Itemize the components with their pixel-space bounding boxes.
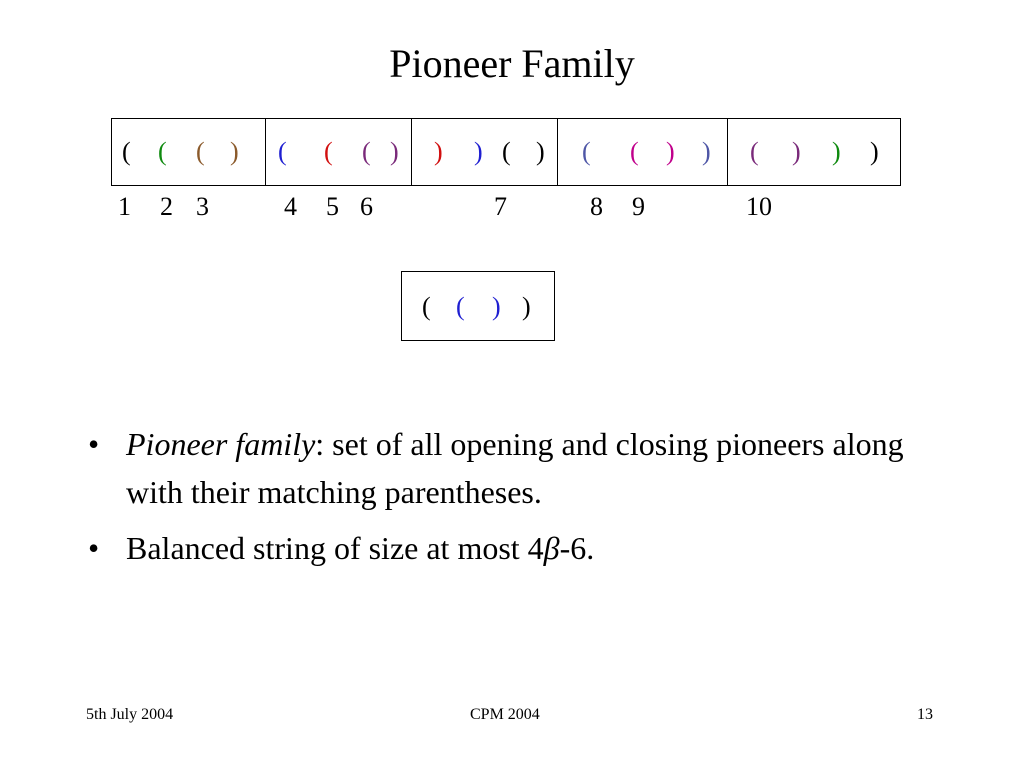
footer-date: 5th July 2004 [86, 706, 174, 723]
open-paren: ( [502, 137, 511, 166]
position-number: 7 [494, 192, 507, 221]
position-number: 6 [360, 192, 373, 221]
bullet-text-end: -6. [559, 530, 595, 566]
parenthesis-string: ((()((()))()(())())) [111, 118, 901, 186]
close-paren: ) [536, 137, 545, 166]
position-number: 9 [632, 192, 645, 221]
open-paren: ( [630, 137, 639, 166]
bullet-dot: • [88, 426, 100, 462]
position-number: 5 [326, 192, 339, 221]
position-number: 1 [118, 192, 131, 221]
close-paren: ) [390, 137, 399, 166]
close-paren: ) [492, 292, 501, 321]
open-paren: ( [750, 137, 759, 166]
string-block: ( ()) [558, 119, 728, 185]
position-number: 2 [160, 192, 173, 221]
bullet-dot: • [88, 530, 100, 566]
open-paren: ( [362, 137, 371, 166]
open-paren: ( [422, 292, 431, 321]
bullet-item: • Pioneer family: set of all opening and… [88, 420, 948, 516]
footer-conference: CPM 2004 [470, 706, 540, 723]
open-paren: ( [158, 137, 167, 166]
pioneer-string-box: ( ()) [401, 271, 555, 341]
close-paren: ) [522, 292, 531, 321]
position-number: 8 [590, 192, 603, 221]
close-paren: ) [832, 137, 841, 166]
open-paren: ( [582, 137, 591, 166]
beta-symbol: β [543, 530, 560, 566]
bullet-text: Balanced string of size at most 4 [126, 530, 544, 566]
position-number: 10 [746, 192, 772, 221]
slide-title: Pioneer Family [389, 41, 635, 86]
open-paren: ( [324, 137, 333, 166]
close-paren: ) [792, 137, 801, 166]
footer-page-number: 13 [917, 706, 933, 723]
string-block: ( ( () [266, 119, 412, 185]
position-number: 4 [284, 192, 297, 221]
term-pioneer-family: Pioneer family [126, 426, 316, 462]
close-paren: ) [474, 137, 483, 166]
string-block: ( ( () [112, 119, 266, 185]
open-paren: ( [122, 137, 131, 166]
open-paren: ( [278, 137, 287, 166]
bullet-text: : set of all opening and closing pioneer… [126, 426, 904, 510]
bullet-item: • Balanced string of size at most 4β-6. [88, 524, 948, 572]
close-paren: ) [230, 137, 239, 166]
string-block: ())) [728, 119, 900, 185]
position-number: 3 [196, 192, 209, 221]
string-block: )) () [412, 119, 558, 185]
close-paren: ) [870, 137, 879, 166]
close-paren: ) [666, 137, 675, 166]
close-paren: ) [702, 137, 711, 166]
close-paren: ) [434, 137, 443, 166]
open-paren: ( [456, 292, 465, 321]
open-paren: ( [196, 137, 205, 166]
bullet-list: • Pioneer family: set of all opening and… [88, 420, 948, 580]
